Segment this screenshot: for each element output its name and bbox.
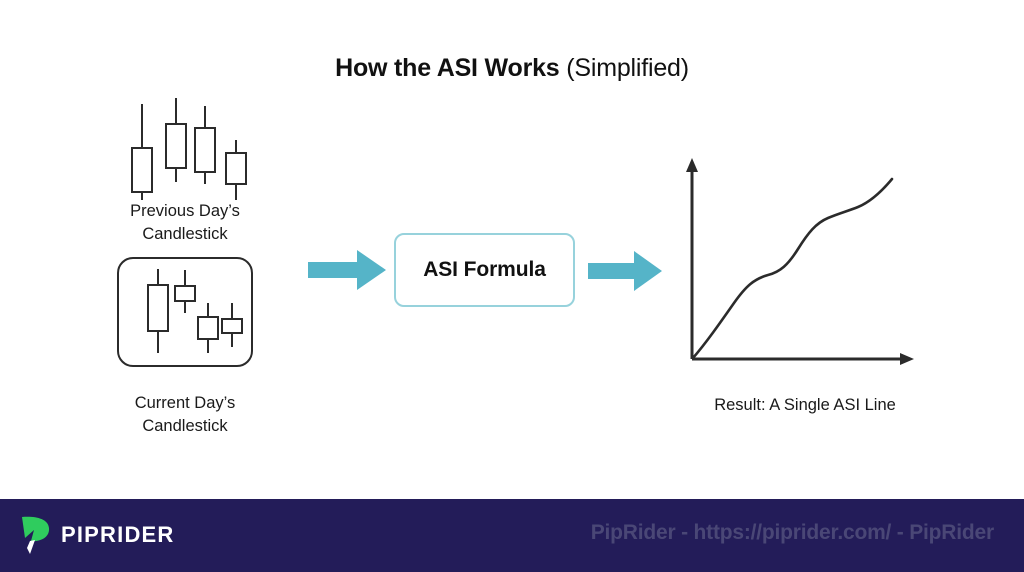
current-day-candlestick-icon (147, 269, 243, 353)
piprider-logo: PIPRIDER (18, 515, 175, 555)
footer-url-text: PipRider - https://piprider.com/ - PipRi… (590, 521, 994, 544)
current-day-label-line1: Current Day’s (134, 394, 236, 412)
asi-formula-label: ASI Formula (423, 258, 546, 281)
page-title-bold: How the ASI Works (335, 54, 560, 82)
footer-bar: PIPRIDER PipRider - https://piprider.com… (0, 499, 1024, 572)
asi-formula-box: ASI Formula (394, 233, 575, 307)
asi-line-chart (686, 158, 914, 365)
page-title-light: (Simplified) (559, 54, 689, 82)
piprider-logo-text: PIPRIDER (61, 522, 175, 547)
current-day-label: Current Day’s Candlestick (95, 392, 275, 438)
flow-arrow-to-result-icon (588, 251, 662, 291)
page-title: How the ASI Works (Simplified) (0, 54, 1024, 83)
previous-day-label-line2: Candlestick (142, 225, 228, 243)
result-caption: Result: A Single ASI Line (714, 396, 896, 414)
current-day-label-line2: Candlestick (142, 417, 228, 435)
piprider-logo-mark-icon (22, 516, 50, 554)
previous-day-label-line1: Previous Day’s (130, 202, 240, 220)
previous-day-candlestick-icon (131, 98, 247, 200)
previous-day-label: Previous Day’s Candlestick (95, 200, 275, 246)
flow-arrow-to-formula-icon (308, 250, 386, 290)
current-day-candlestick-box (117, 257, 253, 367)
